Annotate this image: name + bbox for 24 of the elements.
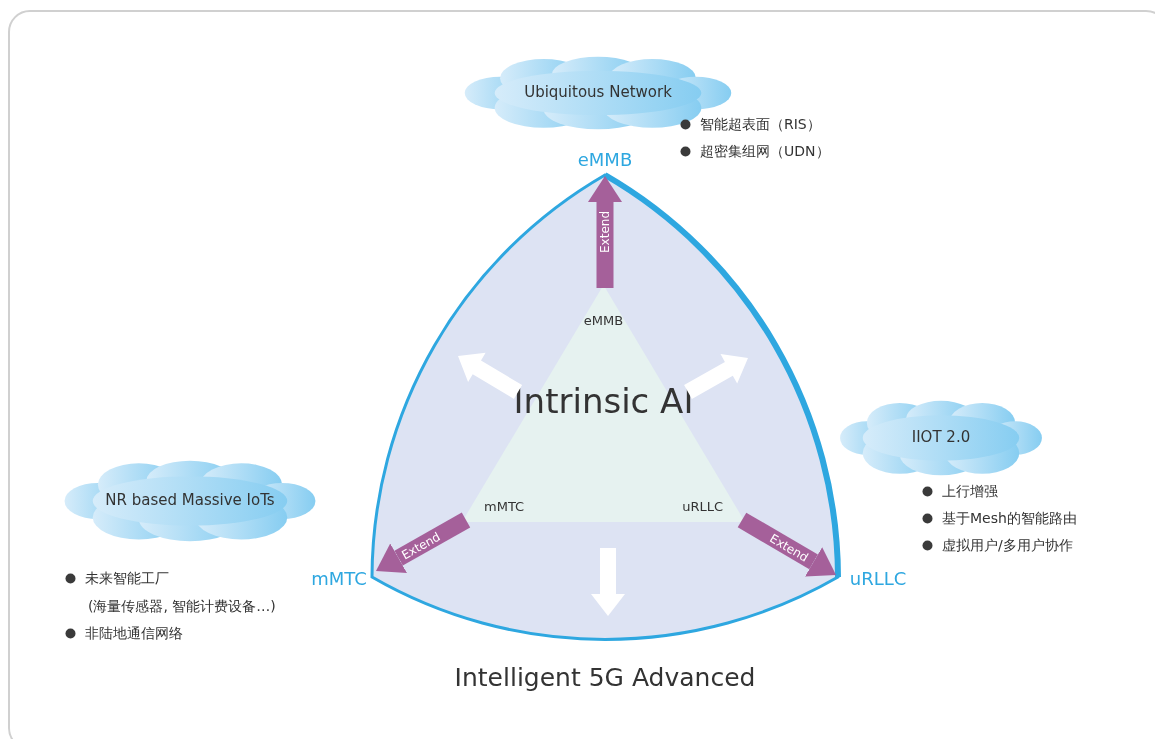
list-item: 上行增强: [942, 482, 998, 500]
vertex-label: uRLLC: [682, 498, 723, 514]
corner-label: eMMB: [568, 147, 642, 173]
arrow: [376, 512, 471, 573]
list-item: 非陆地通信网络: [85, 624, 183, 642]
edge-label: Extend: [598, 211, 612, 253]
list-item: 虚拟用户/多用户协作: [942, 536, 1073, 554]
vertex-label: eMMB: [582, 312, 625, 328]
center-label: Intrinsic AI: [512, 380, 695, 421]
vertex-label: mMTC: [484, 498, 525, 514]
list-item: (海量传感器, 智能计费设备…): [88, 597, 276, 615]
corner-label: uRLLC: [844, 566, 912, 592]
list-item: 未来智能工厂: [85, 569, 169, 587]
list-item: 智能超表面（RIS）: [700, 115, 821, 133]
arrow: [737, 512, 837, 577]
cloud-label: NR based Massive IoTs: [104, 491, 276, 509]
shape-label: Intelligent 5G Advanced: [453, 663, 757, 692]
inner-triangle: [462, 285, 745, 522]
cloud-label: IIOT 2.0: [910, 428, 972, 446]
corner-label: mMTC: [306, 566, 372, 592]
list-item: 超密集组网（UDN）: [700, 142, 830, 160]
list-item: 基于Mesh的智能路由: [942, 509, 1077, 527]
cloud-label: Ubiquitous Network: [523, 83, 673, 101]
arrow: [588, 176, 622, 288]
